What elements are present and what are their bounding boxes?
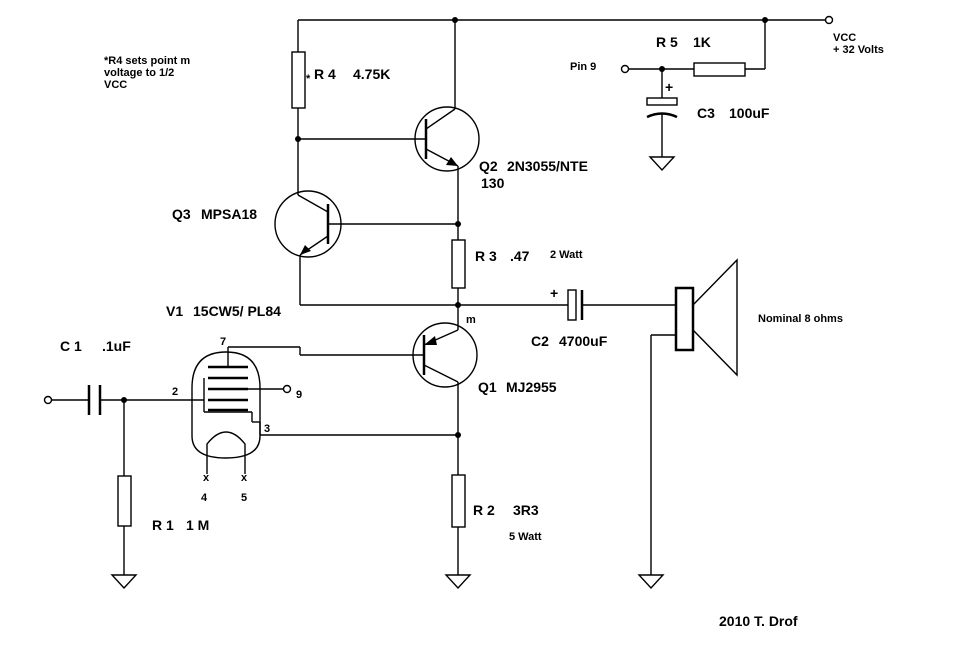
- q1-transistor: [299, 322, 478, 475]
- tube-pin-2: 2: [172, 386, 178, 398]
- tube-pin-5: 5: [241, 492, 247, 504]
- vcc-value: + 32 Volts: [833, 44, 884, 56]
- r4-note-line3: VCC: [104, 79, 127, 91]
- credit-label: 2010 T. Drof: [719, 613, 798, 629]
- r5-ref: R 5: [656, 34, 678, 50]
- r4-resistor: [291, 20, 426, 195]
- q1-value: MJ2955: [506, 379, 557, 395]
- node-m-label: m: [466, 314, 476, 326]
- tube-pin-5-x: x: [241, 472, 248, 484]
- q3-transistor: [274, 190, 458, 306]
- tube-pin-7: 7: [220, 336, 226, 348]
- r4-note-line1: *R4 sets point m: [104, 55, 190, 67]
- q3-value: MPSA18: [201, 206, 257, 222]
- v1-ref: V1: [166, 303, 183, 319]
- r4-ref: R 4: [314, 66, 336, 82]
- c2-value: 4700uF: [559, 333, 608, 349]
- r4-star: *: [306, 73, 311, 85]
- q3-ref: Q3: [172, 206, 191, 222]
- r2-rating: 5 Watt: [509, 531, 542, 543]
- c2-ref: C2: [531, 333, 549, 349]
- c3-value: 100uF: [729, 105, 770, 121]
- c2-polarity: +: [550, 285, 558, 301]
- tube-pin-9: 9: [296, 389, 302, 401]
- pin9-label: Pin 9: [570, 61, 596, 73]
- tube-pin-4: 4: [201, 492, 208, 504]
- tube-pin-3: 3: [264, 423, 270, 435]
- q2-transistor: [414, 20, 480, 240]
- r5-value: 1K: [693, 34, 711, 50]
- c3-capacitor: [646, 69, 678, 172]
- speaker-label: Nominal 8 ohms: [758, 313, 843, 325]
- r4-note-line2: voltage to 1/2: [104, 67, 174, 79]
- vcc-terminal: [824, 15, 834, 25]
- r3-rating: 2 Watt: [550, 249, 583, 261]
- r1-resistor: [110, 400, 138, 590]
- r1-value: 1 M: [186, 517, 209, 533]
- r3-ref: R 3: [475, 248, 497, 264]
- r2-value: 3R3: [513, 502, 539, 518]
- r4-value: 4.75K: [353, 66, 390, 82]
- q1-ref: Q1: [478, 379, 497, 395]
- q2-value: 2N3055/NTE: [507, 158, 588, 174]
- tube-pin-4-x: x: [203, 472, 210, 484]
- c3-polarity: +: [665, 79, 673, 95]
- pin9-terminal: [620, 64, 630, 74]
- r2-resistor: [444, 474, 472, 590]
- r3-value: .47: [510, 248, 530, 264]
- v1-tube-icon: [124, 346, 458, 474]
- vcc-rail: [298, 15, 834, 25]
- q2-value-line2: 130: [481, 175, 505, 191]
- c1-capacitor: [43, 385, 127, 415]
- q2-ref: Q2: [479, 158, 498, 174]
- r3-resistor: [451, 239, 466, 330]
- vcc-label: VCC: [833, 32, 856, 44]
- r1-ref: R 1: [152, 517, 174, 533]
- c1-ref: C 1: [60, 338, 82, 354]
- c1-value: .1uF: [102, 338, 131, 354]
- c3-ref: C3: [697, 105, 715, 121]
- r2-ref: R 2: [473, 502, 495, 518]
- v1-value: 15CW5/ PL84: [193, 303, 281, 319]
- speaker-icon: [637, 258, 738, 590]
- c2-capacitor: [458, 289, 676, 321]
